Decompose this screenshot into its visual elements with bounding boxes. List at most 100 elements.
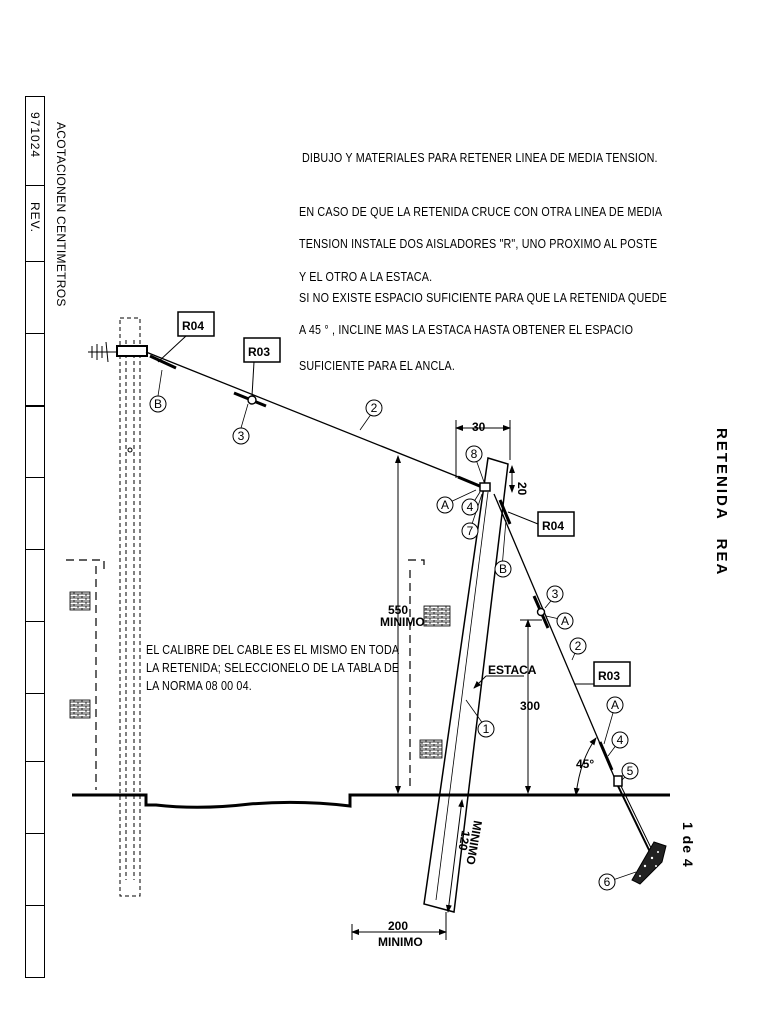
- notes-line: Y EL OTRO A LA ESTACA.: [299, 270, 433, 284]
- callout-5: [621, 762, 639, 780]
- title-block-cell: [26, 693, 44, 694]
- brick-icon: [419, 739, 443, 759]
- estaca-leader: [473, 675, 487, 689]
- callout-3-top-label: 3: [238, 429, 245, 443]
- callout-a-low-label: A: [611, 698, 619, 712]
- callouts: B 3 2 8 A 4 7 B 3 A 2 1 A 4 5 6: [149, 395, 639, 891]
- dimension-550-sub: MINIMO: [380, 615, 425, 629]
- cable-note-line: LA NORMA 08 00 04.: [146, 679, 252, 693]
- title-block-cell: [26, 761, 44, 762]
- title-block: [25, 96, 45, 978]
- dimension-30-label: 30: [472, 420, 486, 434]
- r04-top-label: R04: [182, 319, 204, 333]
- anchor-eye: [613, 775, 623, 787]
- pole: [119, 317, 141, 897]
- title-block-cell: [26, 477, 44, 478]
- callout-2-top: [365, 399, 383, 417]
- title-block-cell: [26, 261, 44, 262]
- r03-right-box: [593, 661, 631, 687]
- r03-top-box: [243, 337, 281, 363]
- pole-hole: [127, 447, 133, 453]
- dimension-20-label: 20: [515, 482, 529, 496]
- dimension-120: [445, 799, 465, 913]
- cable-thimble: [498, 499, 512, 525]
- title-block-cell: [26, 333, 44, 334]
- r04-top-box: [177, 311, 215, 337]
- callout-6-label: 6: [604, 875, 611, 889]
- callout-b-top-label: B: [154, 397, 162, 411]
- insulator-r-icon: [233, 391, 267, 408]
- callout-7: [461, 522, 479, 540]
- insulator-r-icon: [532, 595, 550, 629]
- r04-right-box: [537, 511, 575, 537]
- cable-note-line: EL CALIBRE DEL CABLE ES EL MISMO EN TODA: [146, 643, 400, 657]
- brick-icon: [69, 591, 91, 611]
- dimension-200-sub: MINIMO: [378, 935, 423, 949]
- dimension-30: [455, 420, 511, 478]
- callout-7-label: 7: [467, 524, 474, 538]
- r04-right-label: R04: [542, 519, 564, 533]
- callout-4-left-label: 4: [467, 500, 474, 514]
- dimension-200: [351, 912, 447, 940]
- dimension-300: [520, 619, 542, 794]
- notes-line: SI NO EXISTE ESPACIO SUFICIENTE PARA QUE…: [299, 291, 667, 305]
- title-block-cell: [26, 905, 44, 906]
- callout-5-label: 5: [627, 764, 634, 778]
- callout-2-top-label: 2: [371, 401, 378, 415]
- callout-3-top: [232, 427, 250, 445]
- brick-icon: [69, 699, 91, 719]
- anchor-block-texture: [639, 851, 659, 877]
- ground-line: [72, 793, 670, 809]
- callout-1-label: 1: [483, 722, 490, 736]
- r04-right-leader: [507, 511, 539, 525]
- title-block-cell: [26, 621, 44, 622]
- callout-a-left: [436, 496, 454, 514]
- notes-line: A 45 ° , INCLINE MAS LA ESTACA HASTA OBT…: [299, 323, 634, 337]
- callout-a-low: [606, 696, 624, 714]
- callout-b-right: [494, 560, 512, 578]
- callout-3-right: [546, 585, 564, 603]
- brick-icon: [423, 605, 451, 627]
- callout-4-low: [611, 731, 629, 749]
- insulator-icon: [88, 341, 118, 363]
- angle-arc: [573, 737, 597, 796]
- title-block-cell: [26, 549, 44, 550]
- callout-3-right-label: 3: [552, 587, 559, 601]
- cable-note-line: LA RETENIDA; SELECCIONELO DE LA TABLA DE: [146, 661, 400, 675]
- callout-8: [465, 445, 483, 463]
- callout-a-right-label: A: [561, 614, 569, 628]
- cable-thimble: [598, 741, 614, 771]
- callout-a-right: [556, 612, 574, 630]
- callout-8-label: 8: [471, 447, 478, 461]
- r04-top-leader: [157, 335, 187, 363]
- dimension-200-label: 200: [388, 919, 408, 933]
- wall-left: [66, 559, 105, 790]
- cable-thimble: [149, 354, 177, 370]
- dimension-300-label: 300: [520, 699, 540, 713]
- callout-2-right: [569, 637, 587, 655]
- callout-2-right-label: 2: [575, 639, 582, 653]
- cable-thimble: [457, 475, 483, 489]
- title-block-cell: [26, 185, 44, 186]
- callout-4-left: [461, 498, 479, 516]
- callout-b-top: [149, 395, 167, 413]
- angle-label: 45°: [576, 757, 594, 771]
- notes-line: SUFICIENTE PARA EL ANCLA.: [299, 359, 456, 373]
- callout-b-right-label: B: [499, 562, 507, 576]
- anchor-rod: [617, 785, 651, 853]
- r03-right-label: R03: [598, 669, 620, 683]
- r03-top-leader: [251, 361, 255, 397]
- guy-cable-lower: [493, 493, 619, 787]
- wall-middle: [408, 559, 425, 790]
- guy-cable-upper: [145, 351, 487, 489]
- callout-1: [477, 720, 495, 738]
- notes-heading: DIBUJO Y MATERIALES PARA RETENER LINEA D…: [302, 151, 658, 165]
- notes-line: TENSION INSTALE DOS AISLADORES "R", UNO …: [299, 237, 658, 251]
- pole-clamp: [116, 345, 148, 357]
- stake-clamp: [479, 482, 491, 492]
- callout-6: [598, 873, 616, 891]
- callout-a-left-label: A: [441, 498, 449, 512]
- title-block-cell: [26, 833, 44, 834]
- dimension-120-label: 120: [456, 829, 473, 851]
